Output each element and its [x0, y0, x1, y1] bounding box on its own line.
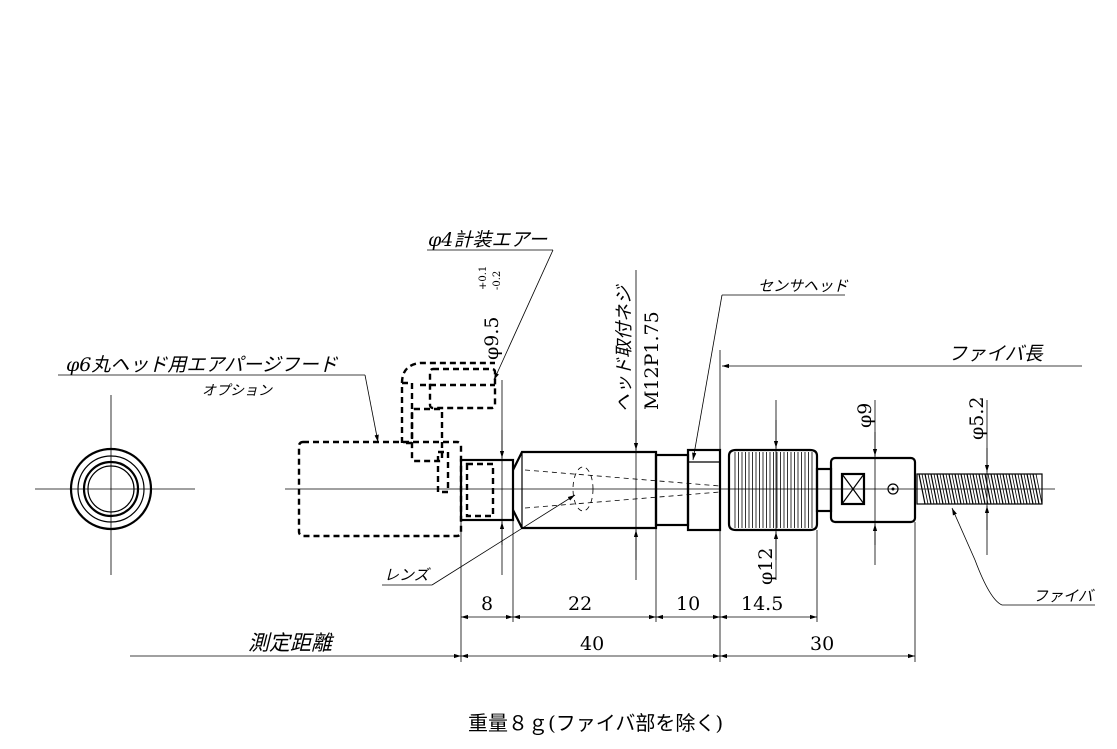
fiber-length-label: ファイバ長 — [948, 343, 1044, 365]
dimension-lines — [130, 363, 1082, 659]
sensor-head-body — [459, 448, 722, 532]
fiber-spring — [916, 473, 1043, 505]
knurled-nut — [727, 448, 819, 532]
dim-14-5: 14.5 — [741, 593, 783, 615]
tolerance-minus: -0.2 — [492, 271, 503, 290]
dim-8: 8 — [481, 593, 493, 615]
fiber-connector — [815, 456, 917, 524]
lens-diameter-label: φ9.5 — [481, 316, 503, 360]
dim-10: 10 — [676, 593, 700, 615]
tolerance-plus: +0.1 — [478, 266, 489, 290]
fiber-label: ファイバ — [1033, 587, 1095, 605]
air-hood-option: オプション — [202, 383, 273, 399]
diameter-5-2-label: φ5.2 — [966, 396, 988, 440]
dim-22: 22 — [568, 593, 592, 615]
diameter-9-label: φ9 — [854, 403, 876, 428]
mount-screw-spec: M12P1.75 — [641, 311, 663, 410]
weight-caption: 重量８ｇ(ファイバ部を除く) — [468, 711, 723, 735]
mount-screw-label: ヘッド取付ネジ — [614, 284, 635, 412]
air-port-label: φ4計装エアー — [428, 229, 548, 251]
air-hood-label: φ6丸ヘッド用エアパージフード — [66, 354, 339, 376]
diameter-12-label: φ12 — [755, 548, 777, 585]
air-purge-hood — [297, 361, 497, 538]
end-view — [35, 395, 195, 575]
measure-distance-label: 測定距離 — [248, 631, 335, 655]
lens-label: レンズ — [384, 566, 431, 584]
dim-30: 30 — [810, 633, 834, 655]
extension-lines — [460, 270, 988, 662]
dim-40: 40 — [580, 633, 604, 655]
sensor-head-label: センサヘッド — [758, 277, 849, 295]
leader-lines — [58, 249, 1095, 606]
diameter-arrows — [499, 420, 990, 560]
